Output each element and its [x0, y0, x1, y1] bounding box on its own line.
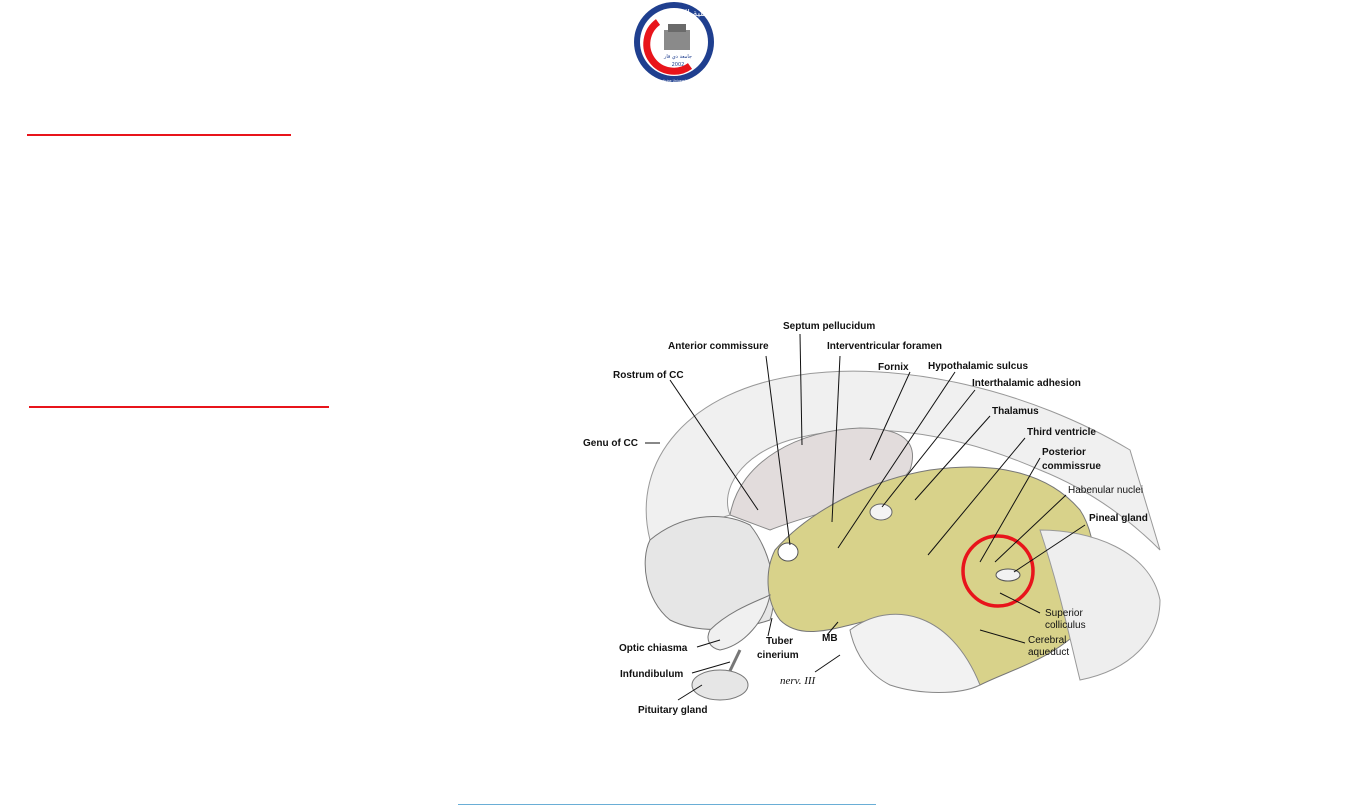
logo-year: 2002: [672, 62, 685, 68]
label-fornix: Fornix: [878, 362, 909, 373]
logo-arabic-inner: جامعة ذي قار: [663, 54, 692, 60]
interthalamic-adhesion: [869, 503, 893, 521]
third-ventricle-diagram: Septum pellucidum Anterior commissure In…: [583, 321, 1161, 716]
heading-underline-2: [29, 406, 329, 408]
label-thalamus: Thalamus: [992, 406, 1039, 417]
label-optic-chiasma: Optic chiasma: [619, 643, 688, 654]
label-pituitary: Pituitary gland: [638, 705, 707, 716]
label-pineal: Pineal gland: [1089, 513, 1148, 524]
pineal-highlight-circle: [961, 534, 1035, 608]
college-logo: كلية الطب جامعة ذي قار 2002 College of M…: [634, 2, 714, 83]
label-anterior-commissure: Anterior commissure: [668, 341, 769, 352]
label-septum-pellucidum: Septum pellucidum: [783, 321, 875, 332]
label-cerebral-aqueduct-1: Cerebral: [1028, 635, 1066, 646]
frontal-lobe: [644, 516, 775, 630]
corpus-callosum: [645, 370, 1161, 551]
label-nerve: nerv. III: [780, 675, 817, 687]
third-ventricle-wall: [767, 466, 1096, 686]
logo-ring-text: College of Medicine University of Thi - …: [640, 79, 708, 83]
brainstem: [849, 613, 981, 693]
heading-underline-1: [27, 134, 291, 136]
label-mb: MB: [822, 633, 838, 644]
posterior-region: [1039, 529, 1161, 681]
anterior-commissure: [777, 542, 799, 562]
optic-chiasma: [707, 594, 771, 651]
pituitary-gland: [691, 669, 749, 701]
label-interventricular-foramen: Interventricular foramen: [827, 341, 942, 352]
label-third-ventricle: Third ventricle: [1027, 427, 1096, 438]
label-cerebral-aqueduct-2: aqueduct: [1028, 647, 1069, 658]
label-hypothalamic-sulcus: Hypothalamic sulcus: [928, 361, 1028, 372]
logo-arabic-top: كلية الطب: [668, 9, 708, 19]
footer-rule: [458, 804, 876, 805]
label-posterior-commissure-1: Posterior: [1042, 447, 1086, 458]
label-infundibulum: Infundibulum: [620, 669, 683, 680]
label-interthalamic-adhesion: Interthalamic adhesion: [972, 378, 1081, 389]
label-habenular: Habenular nuclei: [1068, 485, 1143, 496]
label-tuber-1: Tuber: [766, 636, 793, 647]
label-tuber-2: cinerium: [757, 650, 799, 661]
label-genu: Genu of CC: [583, 438, 638, 449]
label-superior-colliculus-1: Superior: [1045, 608, 1083, 619]
label-posterior-commissure-2: commissrue: [1042, 461, 1101, 472]
label-superior-colliculus-2: colliculus: [1045, 620, 1086, 631]
label-rostrum: Rostrum of CC: [613, 370, 684, 381]
